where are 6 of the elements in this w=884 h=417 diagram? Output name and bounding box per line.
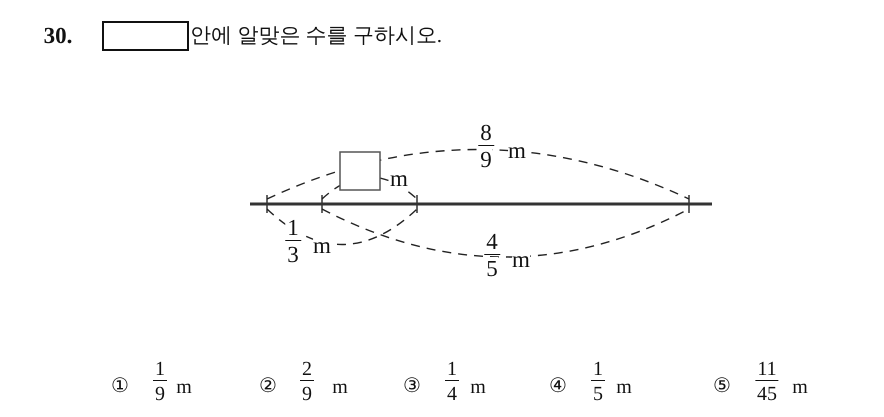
fraction-numerator: 1 <box>153 359 167 381</box>
fraction-numerator: 1 <box>445 359 459 381</box>
fraction-numerator: 1 <box>591 359 605 381</box>
fraction-numerator: 11 <box>755 359 779 381</box>
fraction-numerator: 2 <box>300 359 314 381</box>
question-text: 안에 알맞은 수를 구하시오. <box>190 25 442 46</box>
